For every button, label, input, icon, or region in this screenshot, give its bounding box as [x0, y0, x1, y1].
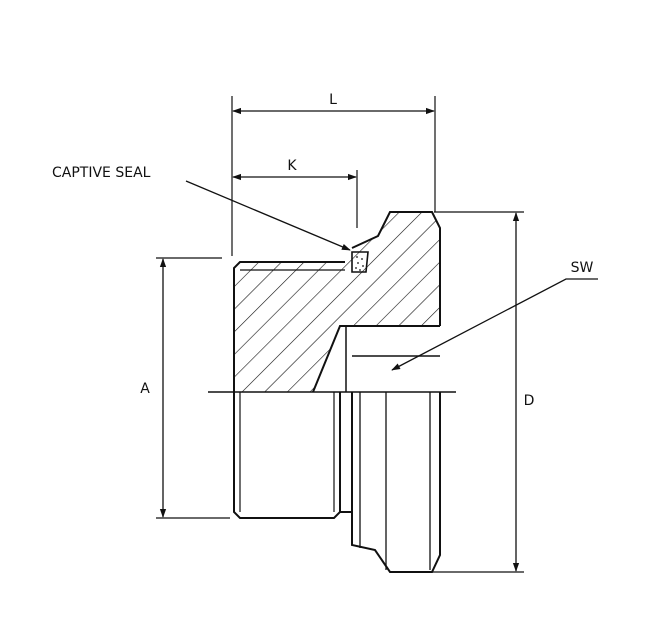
- thread-root-lines: [239, 392, 335, 512]
- label-a: A: [140, 381, 150, 397]
- hex-socket-section: [340, 326, 440, 392]
- socket-inner-lines: [345, 326, 440, 392]
- sw-leader: [391, 278, 598, 371]
- plug-section-outline: [233, 261, 345, 392]
- socket-step-outline: [312, 325, 440, 393]
- label-captive-seal: CAPTIVE SEAL: [52, 165, 151, 181]
- thread-outline-lower: [233, 392, 341, 519]
- section-hatch: [234, 212, 440, 392]
- label-k: K: [287, 158, 297, 174]
- neck-outline: [340, 392, 353, 513]
- captive-seal: [351, 251, 369, 273]
- hex-flange-outline: [351, 392, 441, 573]
- captive-seal-leader: [185, 180, 351, 251]
- extension-lines: [156, 96, 524, 573]
- label-l: L: [329, 92, 337, 108]
- captive-seal-texture: [355, 256, 364, 271]
- label-d: D: [524, 393, 535, 409]
- hex-flat-lines: [359, 392, 431, 570]
- flange-outline-top: [351, 211, 441, 326]
- label-sw: SW: [571, 260, 594, 276]
